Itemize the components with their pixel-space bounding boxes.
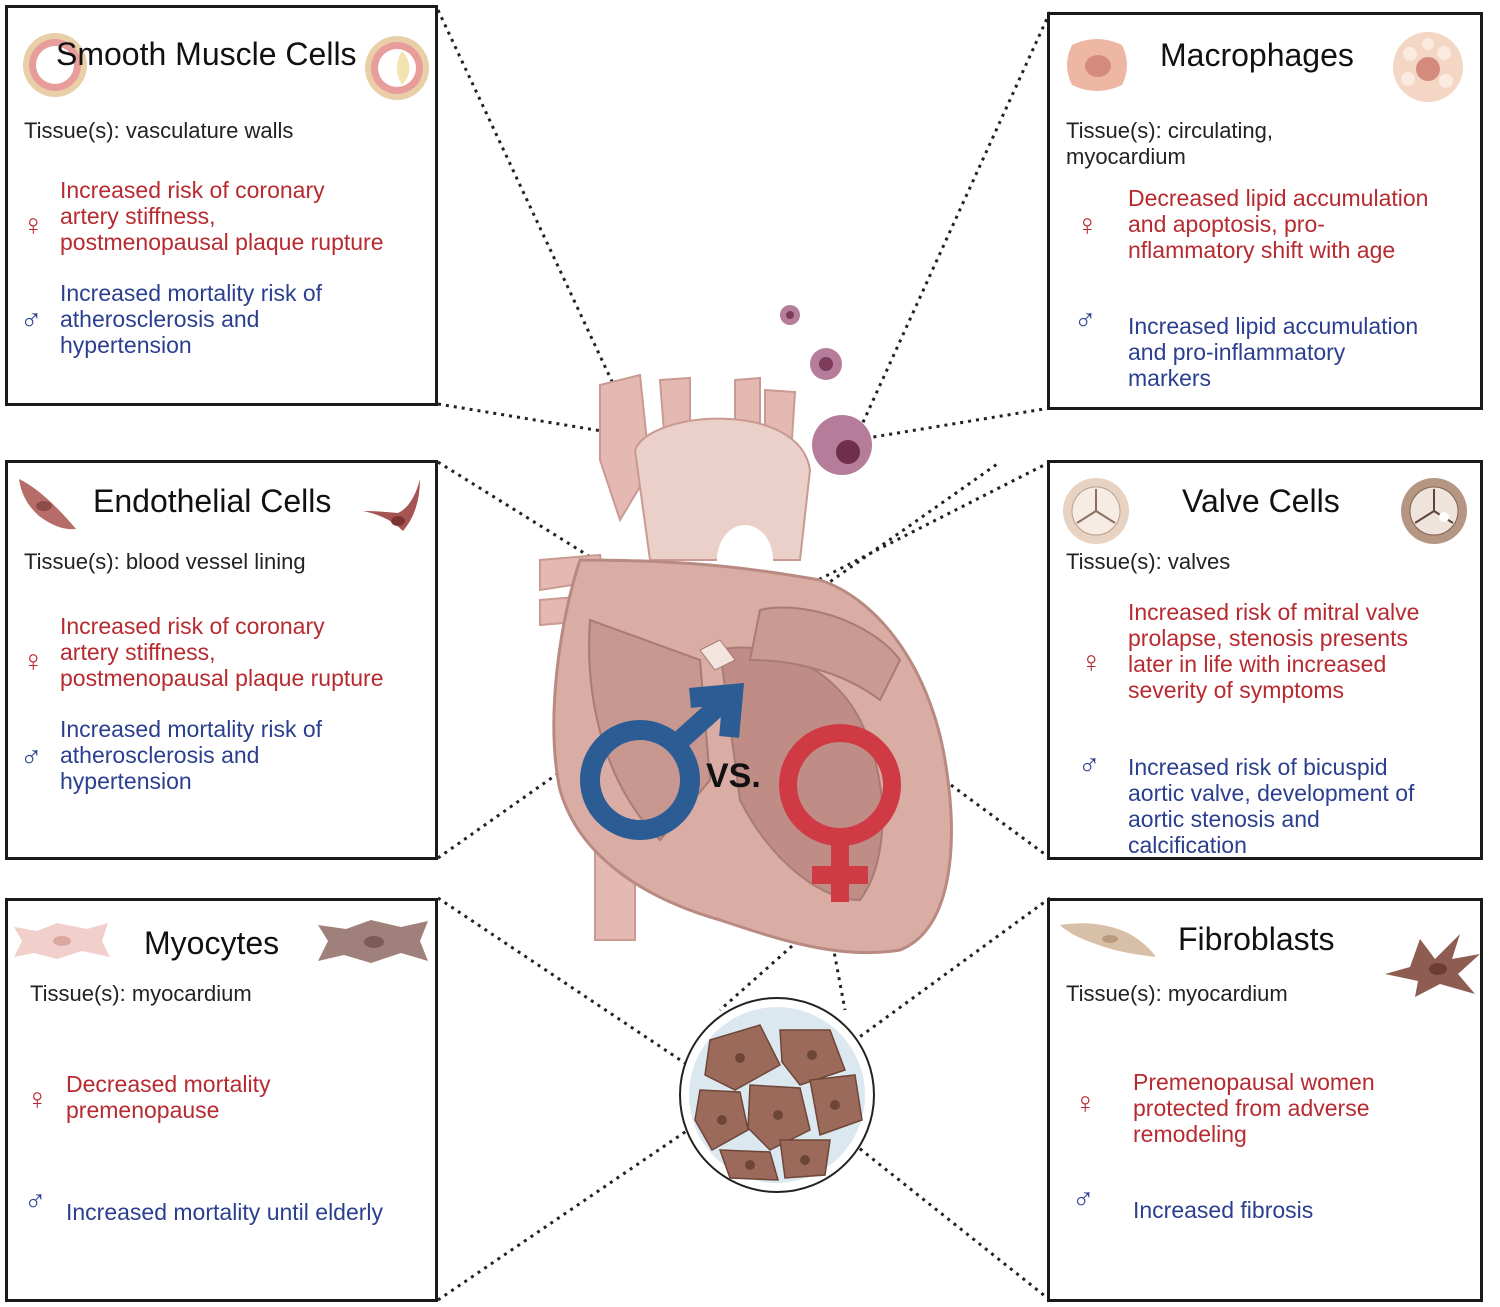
- panel-title: Fibroblasts: [1178, 921, 1335, 957]
- male-symbol-icon: ♂: [1072, 1183, 1095, 1216]
- panel-title: Smooth Muscle Cells: [56, 36, 357, 72]
- panel-title: Valve Cells: [1182, 483, 1340, 519]
- heart-illustration: [539, 373, 953, 955]
- panel-title: Macrophages: [1160, 37, 1354, 73]
- tissue-closeup: [679, 997, 875, 1193]
- panel-valve-cells: Valve Cells Tissue(s): valves ♀ Increase…: [1047, 460, 1483, 860]
- vs-label: VS.: [706, 757, 761, 795]
- female-symbol-icon: ♀: [22, 209, 45, 242]
- panel-title: Myocytes: [144, 925, 280, 961]
- tissue-label: Tissue(s): valves: [1066, 549, 1231, 574]
- macrophage-cell-icon: [1067, 39, 1127, 91]
- panel-myocytes: Myocytes Tissue(s): myocardium ♀ Decreas…: [5, 898, 438, 1302]
- big-male-symbol: [580, 682, 745, 840]
- foam-macrophage-icon: [1393, 32, 1463, 102]
- artery-cross-section-icon: [23, 33, 87, 97]
- female-symbol-icon: ♀: [22, 645, 45, 678]
- diseased-artery-icon: [365, 36, 429, 100]
- female-symbol-icon: ♀: [1080, 646, 1103, 679]
- calcified-valve-icon: [1401, 478, 1467, 544]
- female-symbol-icon: ♀: [1074, 1087, 1097, 1120]
- panel-fibroblasts: Fibroblasts Tissue(s): myocardium ♀ Prem…: [1047, 898, 1483, 1302]
- panel-smooth-muscle-cells: Smooth Muscle Cells Tissue(s): vasculatu…: [5, 5, 438, 406]
- male-symbol-icon: ♂: [1078, 749, 1101, 782]
- tissue-label: Tissue(s): vasculature walls: [24, 118, 294, 143]
- female-symbol-icon: ♀: [1076, 209, 1099, 242]
- big-female-symbol: [779, 724, 901, 902]
- healthy-myocyte-icon: [14, 923, 110, 959]
- male-finding: Increased fibrosis: [1133, 1197, 1314, 1223]
- diseased-myocyte-icon: [318, 920, 428, 963]
- male-symbol-icon: ♂: [1074, 304, 1097, 337]
- tissue-label: Tissue(s): circulating,myocardium: [1066, 118, 1274, 169]
- tissue-label: Tissue(s): blood vessel lining: [24, 549, 306, 574]
- male-symbol-icon: ♂: [24, 1185, 47, 1218]
- fibroblast-cell-icon: [1060, 923, 1156, 957]
- female-symbol-icon: ♀: [26, 1083, 49, 1116]
- panel-endothelial-cells: Endothelial Cells Tissue(s): blood vesse…: [5, 460, 438, 860]
- male-finding: Increased mortality until elderly: [66, 1199, 384, 1225]
- panel-title: Endothelial Cells: [93, 483, 332, 519]
- healthy-valve-icon: [1063, 478, 1129, 544]
- male-symbol-icon: ♂: [20, 304, 43, 337]
- tissue-label: Tissue(s): myocardium: [30, 981, 252, 1006]
- macrophage-particles: [780, 305, 872, 475]
- tissue-label: Tissue(s): myocardium: [1066, 981, 1288, 1006]
- male-symbol-icon: ♂: [20, 741, 43, 774]
- endothelial-cell-icon: [19, 479, 76, 530]
- activated-fibroblast-icon: [1385, 934, 1480, 997]
- panel-macrophages: Macrophages Tissue(s): circulating,myoca…: [1047, 12, 1483, 410]
- activated-endothelial-cell-icon: [363, 479, 420, 531]
